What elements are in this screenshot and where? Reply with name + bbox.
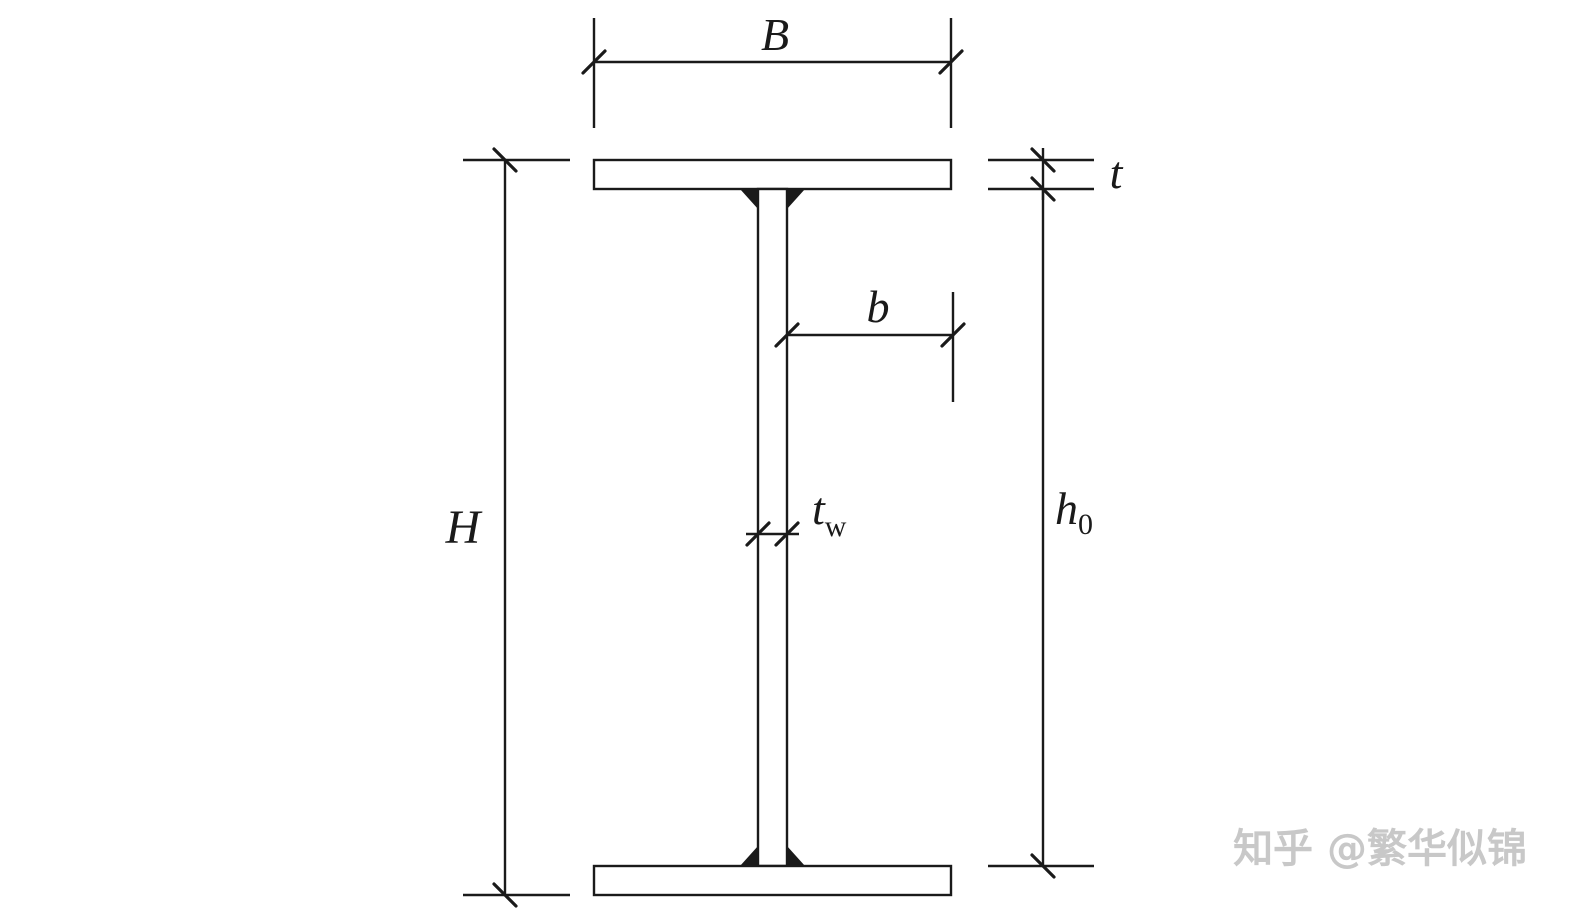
dimension-web-thickness: tw	[745, 483, 847, 547]
tick-mark	[745, 521, 771, 547]
label-total-height: H	[445, 501, 483, 554]
watermark-text: 知乎 @繁华似锦	[1233, 826, 1527, 872]
weld-top-left	[740, 189, 758, 209]
label-flange-width: B	[761, 9, 789, 60]
label-web-thickness-subscript: w	[825, 510, 847, 543]
label-web-height: h0	[1055, 483, 1093, 541]
tick-mark	[492, 147, 518, 173]
label-flange-thickness: t	[1110, 147, 1124, 198]
tick-mark	[940, 322, 966, 348]
label-web-thickness: tw	[812, 483, 847, 543]
label-web-height-main: h	[1055, 483, 1078, 534]
weld-top-right	[787, 189, 805, 209]
dimension-outstand-width: b	[774, 281, 966, 402]
label-web-thickness-main: t	[812, 483, 826, 534]
tick-mark	[774, 322, 800, 348]
tick-mark	[581, 49, 607, 75]
tick-mark	[938, 49, 964, 75]
weld-bottom-left	[740, 846, 758, 866]
dimension-flange-width: B	[581, 9, 964, 128]
dimension-total-height: H	[445, 147, 570, 908]
fillet-welds	[740, 189, 805, 866]
weld-bottom-right	[787, 846, 805, 866]
label-outstand-width: b	[867, 281, 890, 332]
top-flange	[592, 158, 953, 191]
tick-mark	[492, 882, 518, 908]
dimension-flange-thickness: t	[988, 147, 1124, 202]
tick-mark	[1030, 147, 1056, 173]
tick-mark	[774, 521, 800, 547]
bottom-flange	[592, 864, 953, 897]
tick-mark	[1030, 853, 1056, 879]
label-web-height-subscript: 0	[1078, 508, 1093, 541]
dimension-web-height: h0	[988, 189, 1094, 879]
